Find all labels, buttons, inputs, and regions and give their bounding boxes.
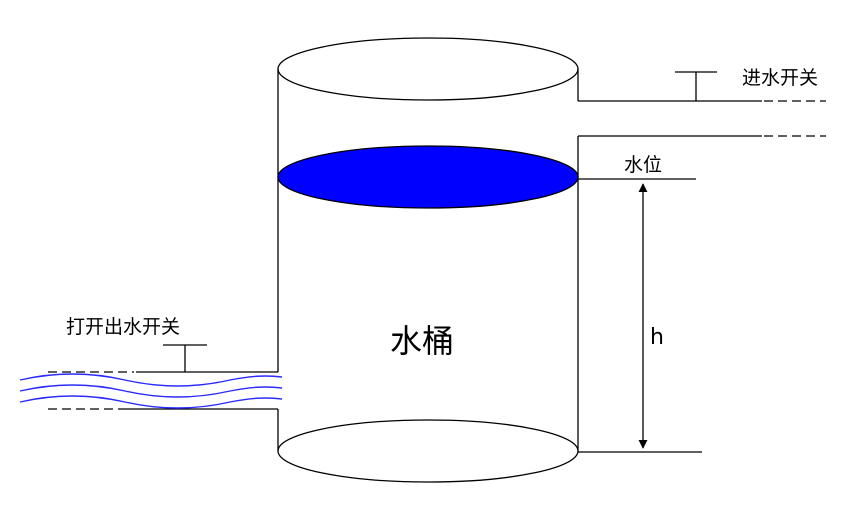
outlet-switch-label: 打开出水开关 [66,316,180,338]
bucket-bottom-rim [277,419,579,483]
inlet-pipe [578,100,826,137]
outlet-pipe [48,371,278,410]
water-surface [277,145,579,209]
inlet-switch-label: 进水开关 [742,67,818,89]
outflow-waves-icon [19,373,283,409]
height-label: h [650,325,664,350]
inlet-valve-icon[interactable] [675,71,717,101]
bucket-label: 水桶 [390,322,454,360]
bucket-top-rim [277,37,579,101]
outlet-valve-icon[interactable] [163,344,207,372]
bucket [277,37,579,483]
water-level-label: 水位 [624,154,662,176]
water-level-marker [578,178,702,453]
